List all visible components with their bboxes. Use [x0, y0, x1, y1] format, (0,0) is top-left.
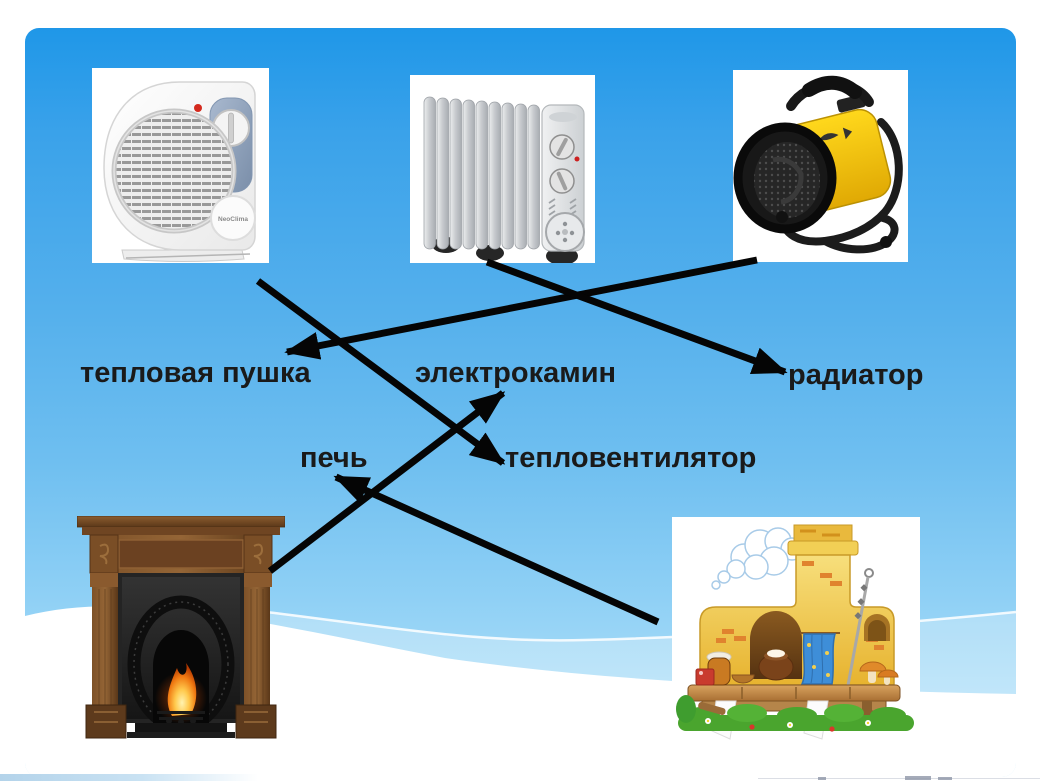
stove-mushrooms-bench: [859, 661, 899, 685]
heat-gun-handle-grip: [802, 75, 862, 99]
footer-rule: [758, 778, 1040, 779]
russian-stove-photo[interactable]: [672, 517, 920, 741]
fireplace-base-carve-right: [244, 711, 268, 723]
label-teplovaya-pushka[interactable]: тепловая пушка: [80, 357, 311, 389]
fan-heater-power-light: [194, 104, 202, 112]
stove-flowers: [705, 718, 871, 732]
heat-gun-fan-swirl: [772, 156, 804, 205]
heat-gun-switch[interactable]: [836, 94, 866, 113]
radiator-fins: [423, 96, 540, 250]
fireplace-frieze-panel: [118, 539, 244, 569]
fireplace-base-carve-left: [94, 711, 118, 723]
label-elektrokamin[interactable]: электрокамин: [415, 357, 617, 389]
stove-curtain-dots: [807, 643, 830, 677]
fireplace-carving-left: [99, 543, 110, 565]
stove-pot-dough: [767, 649, 785, 658]
heat-gun-stand-cap-right: [880, 236, 892, 248]
stove-side-vent-inner: [868, 620, 886, 641]
label-teploventilyator[interactable]: тепловентилятор: [505, 442, 757, 474]
fireplace-mantel-shelf: [77, 516, 285, 528]
label-pech[interactable]: печь: [300, 442, 368, 474]
fan-heater-knob-pointer: [228, 112, 234, 144]
heat-gun-logo-mark: [819, 127, 853, 141]
fan-heater-shadow: [125, 253, 251, 259]
clipped-watermark: [818, 777, 826, 780]
clipped-watermark: [905, 776, 931, 780]
radiator-handle-recess: [549, 112, 577, 122]
heat-gun-stand-frame: [778, 118, 903, 246]
stove-curtain: [800, 633, 836, 685]
radiator-thermostat-pointer: [556, 137, 568, 157]
stove-bench-leg-right: [862, 701, 872, 723]
stove-chimney-bricks: [800, 529, 840, 537]
fan-heater-brand-badge: [210, 195, 256, 241]
radiator-cord-reel-holes: [555, 221, 575, 243]
stove-bench: [687, 684, 901, 702]
fireplace-flame: [167, 663, 197, 716]
oil-radiator-photo[interactable]: [410, 75, 595, 263]
fireplace-capital-left: [90, 573, 120, 587]
fireplace-carving-right: [253, 543, 264, 565]
fireplace-fluting: [98, 589, 264, 705]
stove-curtain-folds: [810, 634, 824, 684]
stove-bowl: [731, 674, 755, 684]
stove-chimney-cap: [787, 540, 859, 556]
stove-chimney-top: [793, 524, 853, 542]
radiator-power-pointer: [556, 171, 568, 191]
stove-berry-box: [695, 668, 715, 686]
clipped-watermark: [938, 777, 952, 780]
next-slide-edge: [0, 774, 258, 781]
stove-berry-dot: [699, 671, 703, 675]
fireplace-hearth: [135, 723, 227, 732]
fireplace-shelf-molding: [82, 527, 280, 535]
fan-heater-brand-text: NeoClima: [218, 216, 248, 223]
heat-gun-photo[interactable]: [733, 70, 908, 262]
fireplace-corner-block-right: [243, 534, 273, 574]
label-radiator[interactable]: радиатор: [788, 359, 924, 391]
heat-gun-stand-cap-left: [776, 211, 788, 223]
stove-body: [699, 554, 895, 686]
fireplace-corner-block-left: [89, 534, 119, 574]
heat-gun-grille-mesh: [754, 142, 820, 218]
radiator-power-light: [574, 156, 580, 162]
fan-heater-photo[interactable]: NeoClima: [92, 68, 269, 263]
fireplace-hearth-base: [127, 732, 235, 738]
fireplace-capital-right: [242, 573, 272, 587]
fireplace-photo[interactable]: [77, 516, 285, 740]
stove-log: [698, 701, 726, 715]
stove-bench-planks: [741, 687, 851, 699]
